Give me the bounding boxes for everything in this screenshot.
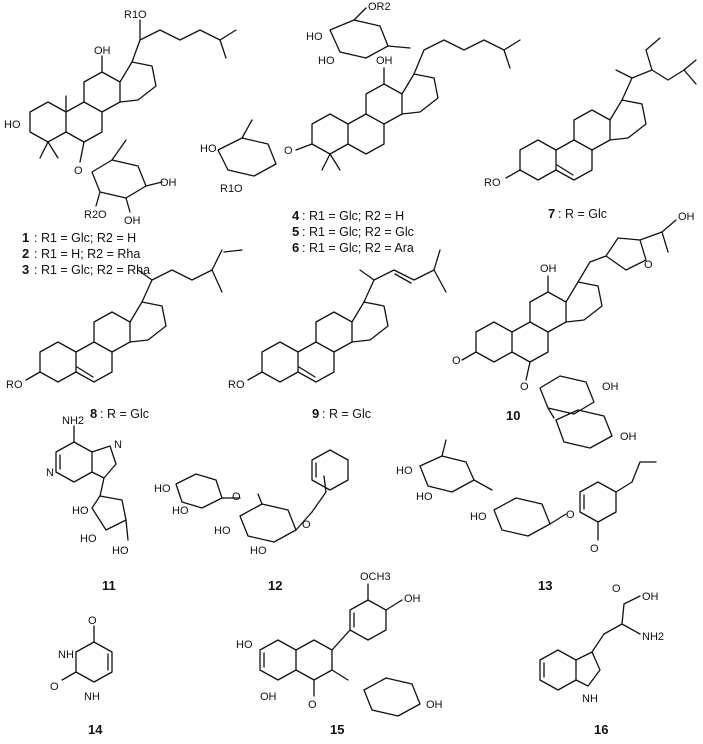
compound-caption: : R = Glc <box>100 407 149 421</box>
atom-label: O <box>88 615 97 627</box>
structure-10 <box>461 219 677 449</box>
atom-label: N <box>114 439 122 451</box>
compound-number: 2 <box>22 246 29 261</box>
atom-label: O <box>590 543 599 555</box>
atom-label: RO <box>484 177 501 189</box>
atom-label: O <box>302 519 311 531</box>
compound-number: 3 <box>22 262 29 277</box>
compound-number: 14 <box>88 722 103 737</box>
atom-label: OR2 <box>368 1 391 13</box>
atom-label: HO <box>172 505 189 517</box>
atom-label: RO <box>228 379 245 391</box>
structure-12 <box>175 449 349 543</box>
structure-1 <box>29 19 237 213</box>
compound-caption: : R1 = Glc; R2 = Glc <box>302 225 414 239</box>
compound-caption: : R1 = Glc; R2 = Ara <box>302 241 414 255</box>
compound-number: 15 <box>330 722 344 737</box>
compound-number: 16 <box>594 722 608 737</box>
atom-label: HO <box>396 465 413 477</box>
compound-caption: : R = Glc <box>322 407 371 421</box>
atom-label: HO <box>112 545 129 557</box>
atom-label: O <box>452 355 461 367</box>
atom-label: OCH3 <box>360 571 391 583</box>
atom-label: OH <box>678 211 695 223</box>
atom-label: HO <box>250 545 267 557</box>
atom-label: NH <box>58 649 74 661</box>
atom-label: OH <box>160 177 177 189</box>
atom-label: NH2 <box>642 631 664 643</box>
atom-label: R1O <box>124 9 147 21</box>
atom-label: HO <box>306 31 323 43</box>
compound-number: 1 <box>22 230 29 245</box>
atom-label: HO <box>470 511 487 523</box>
atom-label: RO <box>6 379 23 391</box>
atom-label: OH <box>404 593 421 605</box>
structure-8 <box>25 249 243 383</box>
compound-caption: : R1 = Glc; R2 = H <box>34 231 136 245</box>
atom-label: OH <box>376 55 393 67</box>
compound-caption: : R1 = H; R2 = Rha <box>34 247 140 261</box>
atom-label: O <box>50 681 59 693</box>
atom-label: R1O <box>220 183 243 195</box>
atom-label: HO <box>80 533 97 545</box>
atom-label: OH <box>620 431 637 443</box>
atom-label: O <box>74 165 83 177</box>
compound-number: 6 <box>292 240 299 255</box>
atom-label: NH <box>84 691 100 703</box>
atom-label: HO <box>416 491 433 503</box>
atom-label: HO <box>200 143 217 155</box>
atom-label: HO <box>236 639 253 651</box>
compound-number: 7 <box>548 206 555 221</box>
atom-label: HO <box>214 525 231 537</box>
atom-label: HO <box>318 55 335 67</box>
atom-label: OH <box>260 691 277 703</box>
atom-label: O <box>520 381 529 393</box>
atom-label: O <box>644 259 653 271</box>
compound-caption: : R1 = Glc; R2 = H <box>302 209 404 223</box>
atom-label: OH <box>94 45 111 57</box>
compound-number: 9 <box>312 406 319 421</box>
compound-number: 4 <box>292 208 300 223</box>
atom-label: HO <box>154 483 171 495</box>
compound-caption: : R = Glc <box>558 207 607 221</box>
atom-label: N <box>46 467 54 479</box>
atom-label: O <box>284 145 293 157</box>
structure-14 <box>61 625 113 683</box>
structure-9 <box>247 249 447 383</box>
atom-label: OH <box>124 215 141 227</box>
compound-number: 10 <box>506 408 520 423</box>
atom-label: O <box>308 699 317 711</box>
atom-label: O <box>566 509 575 521</box>
structure-4 <box>217 7 521 177</box>
structure-16 <box>539 595 641 691</box>
compound-number: 8 <box>90 406 97 421</box>
compound-number: 13 <box>538 578 552 593</box>
atom-label: R2O <box>84 209 107 221</box>
atom-label: HO <box>4 119 21 131</box>
atom-label: OH <box>426 699 443 711</box>
structure-7 <box>505 37 697 181</box>
compound-caption: : R1 = Glc; R2 = Rha <box>34 263 150 277</box>
atom-label: OH <box>642 591 659 603</box>
compound-number: 11 <box>102 578 116 593</box>
atom-label: NH <box>582 693 598 705</box>
atom-label: O <box>232 491 241 503</box>
compound-number: 5 <box>292 224 299 239</box>
atom-label: OH <box>540 263 557 275</box>
atom-label: HO <box>72 505 89 517</box>
atom-label: O <box>612 583 621 595</box>
structure-15 <box>259 583 421 717</box>
structure-13 <box>419 439 657 541</box>
compound-number: 12 <box>268 578 282 593</box>
atom-label: NH2 <box>62 415 84 427</box>
atom-label: OH <box>602 381 619 393</box>
structure-11 <box>55 425 129 541</box>
